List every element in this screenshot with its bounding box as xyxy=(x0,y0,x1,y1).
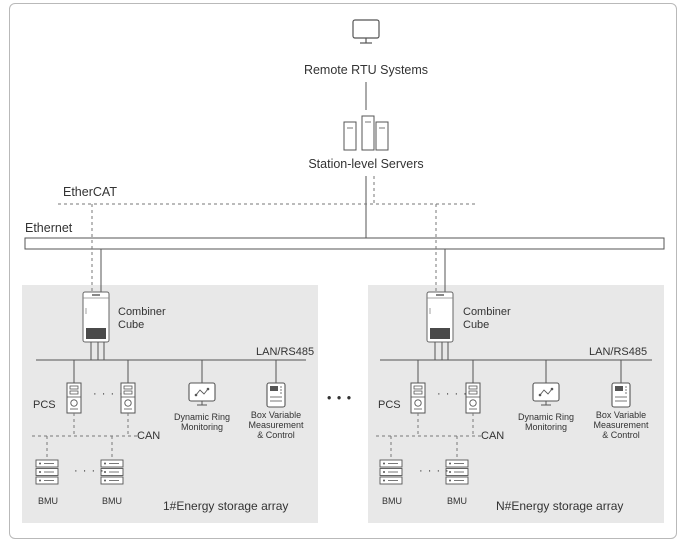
ethernet-label: Ethernet xyxy=(25,221,73,235)
box-variable-label: Box Variable Measurement & Control xyxy=(593,410,649,440)
dynamic-ring-label: Dynamic Ring Monitoring xyxy=(517,412,575,432)
bmu-label: BMU xyxy=(102,496,122,506)
bus-label: LAN/RS485 xyxy=(589,346,648,358)
pcs-icon xyxy=(465,382,481,414)
pcs-dots: · · · · xyxy=(93,388,124,400)
combiner-label: Combiner Cube xyxy=(463,306,511,331)
box-variable-icon xyxy=(611,382,631,408)
dynamic-ring-label: Dynamic Ring Monitoring xyxy=(173,412,231,432)
array-title: 1#Energy storage array xyxy=(163,499,289,513)
combiner-cabinet-icon xyxy=(426,291,454,343)
servers-icon xyxy=(343,115,389,151)
ethernet-bus xyxy=(24,237,665,250)
pcs-icon xyxy=(66,382,82,414)
monitor-icon xyxy=(352,19,380,44)
pcs-label: PCS xyxy=(378,399,401,411)
remote-rtu-node xyxy=(352,19,380,44)
array-n-topology xyxy=(376,291,652,485)
bmu-dots: · · · · xyxy=(74,465,105,477)
combiner-cabinet-icon xyxy=(82,291,110,343)
pcs-icon xyxy=(410,382,426,414)
diagram-frame xyxy=(9,3,677,539)
array-1-topology xyxy=(32,291,306,485)
pcs-label: PCS xyxy=(33,399,56,411)
ethercat-label: EtherCAT xyxy=(63,185,117,199)
bmu-label: BMU xyxy=(382,496,402,506)
array-title: N#Energy storage array xyxy=(496,499,624,513)
arrays-ellipsis: • • • xyxy=(327,391,353,405)
box-variable-icon xyxy=(266,382,286,408)
can-label: CAN xyxy=(137,430,161,442)
bmu-label: BMU xyxy=(38,496,58,506)
pcs-dots: · · · · xyxy=(437,388,468,400)
remote-rtu-label: Remote RTU Systems xyxy=(303,63,429,77)
can-label: CAN xyxy=(481,430,505,442)
servers-label: Station-level Servers xyxy=(308,157,424,171)
bmu-icon xyxy=(379,459,403,485)
combiner-label: Combiner Cube xyxy=(118,306,166,331)
bmu-icon xyxy=(35,459,59,485)
box-variable-label: Box Variable Measurement & Control xyxy=(248,410,304,440)
bus-label: LAN/RS485 xyxy=(256,346,315,358)
bmu-dots: · · · · xyxy=(419,465,450,477)
bmu-label: BMU xyxy=(447,496,467,506)
